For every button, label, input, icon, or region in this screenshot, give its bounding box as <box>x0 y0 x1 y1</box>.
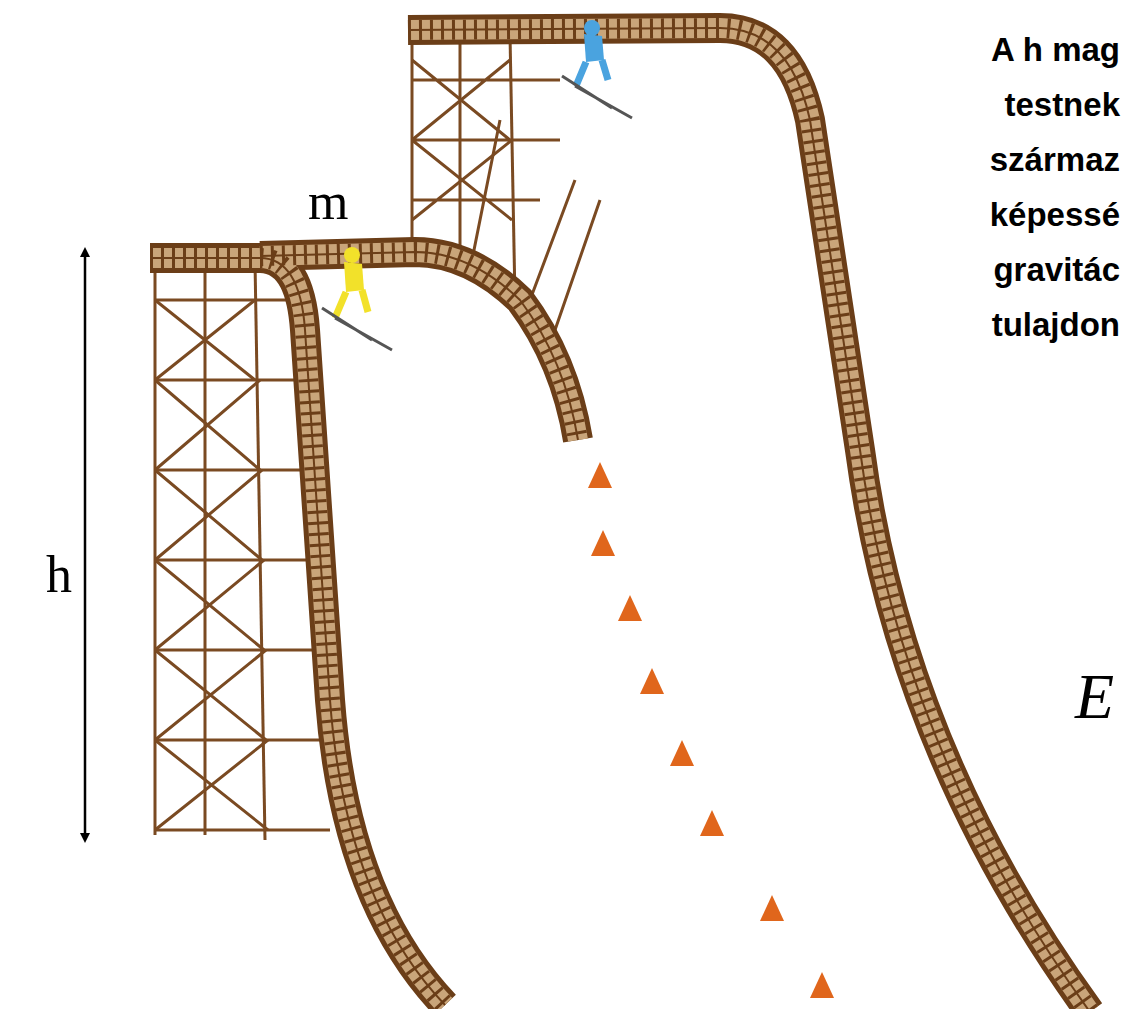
side-text: A h mag <box>991 30 1120 70</box>
yellow-skier <box>322 247 392 350</box>
side-text: képessé <box>990 195 1120 235</box>
height-arrow <box>84 252 87 838</box>
side-text: gravitác <box>993 250 1120 290</box>
ski-tracks <box>150 28 1090 1009</box>
blue-skier <box>562 20 632 118</box>
side-text: tulajdon <box>992 305 1120 345</box>
formula-symbol: E <box>1075 660 1114 734</box>
mass-label: m <box>308 172 348 231</box>
cones <box>588 462 834 998</box>
tower-trellis <box>155 35 600 840</box>
height-label: h <box>46 545 72 604</box>
side-text: testnek <box>1004 85 1120 125</box>
side-text: származ <box>990 140 1120 180</box>
